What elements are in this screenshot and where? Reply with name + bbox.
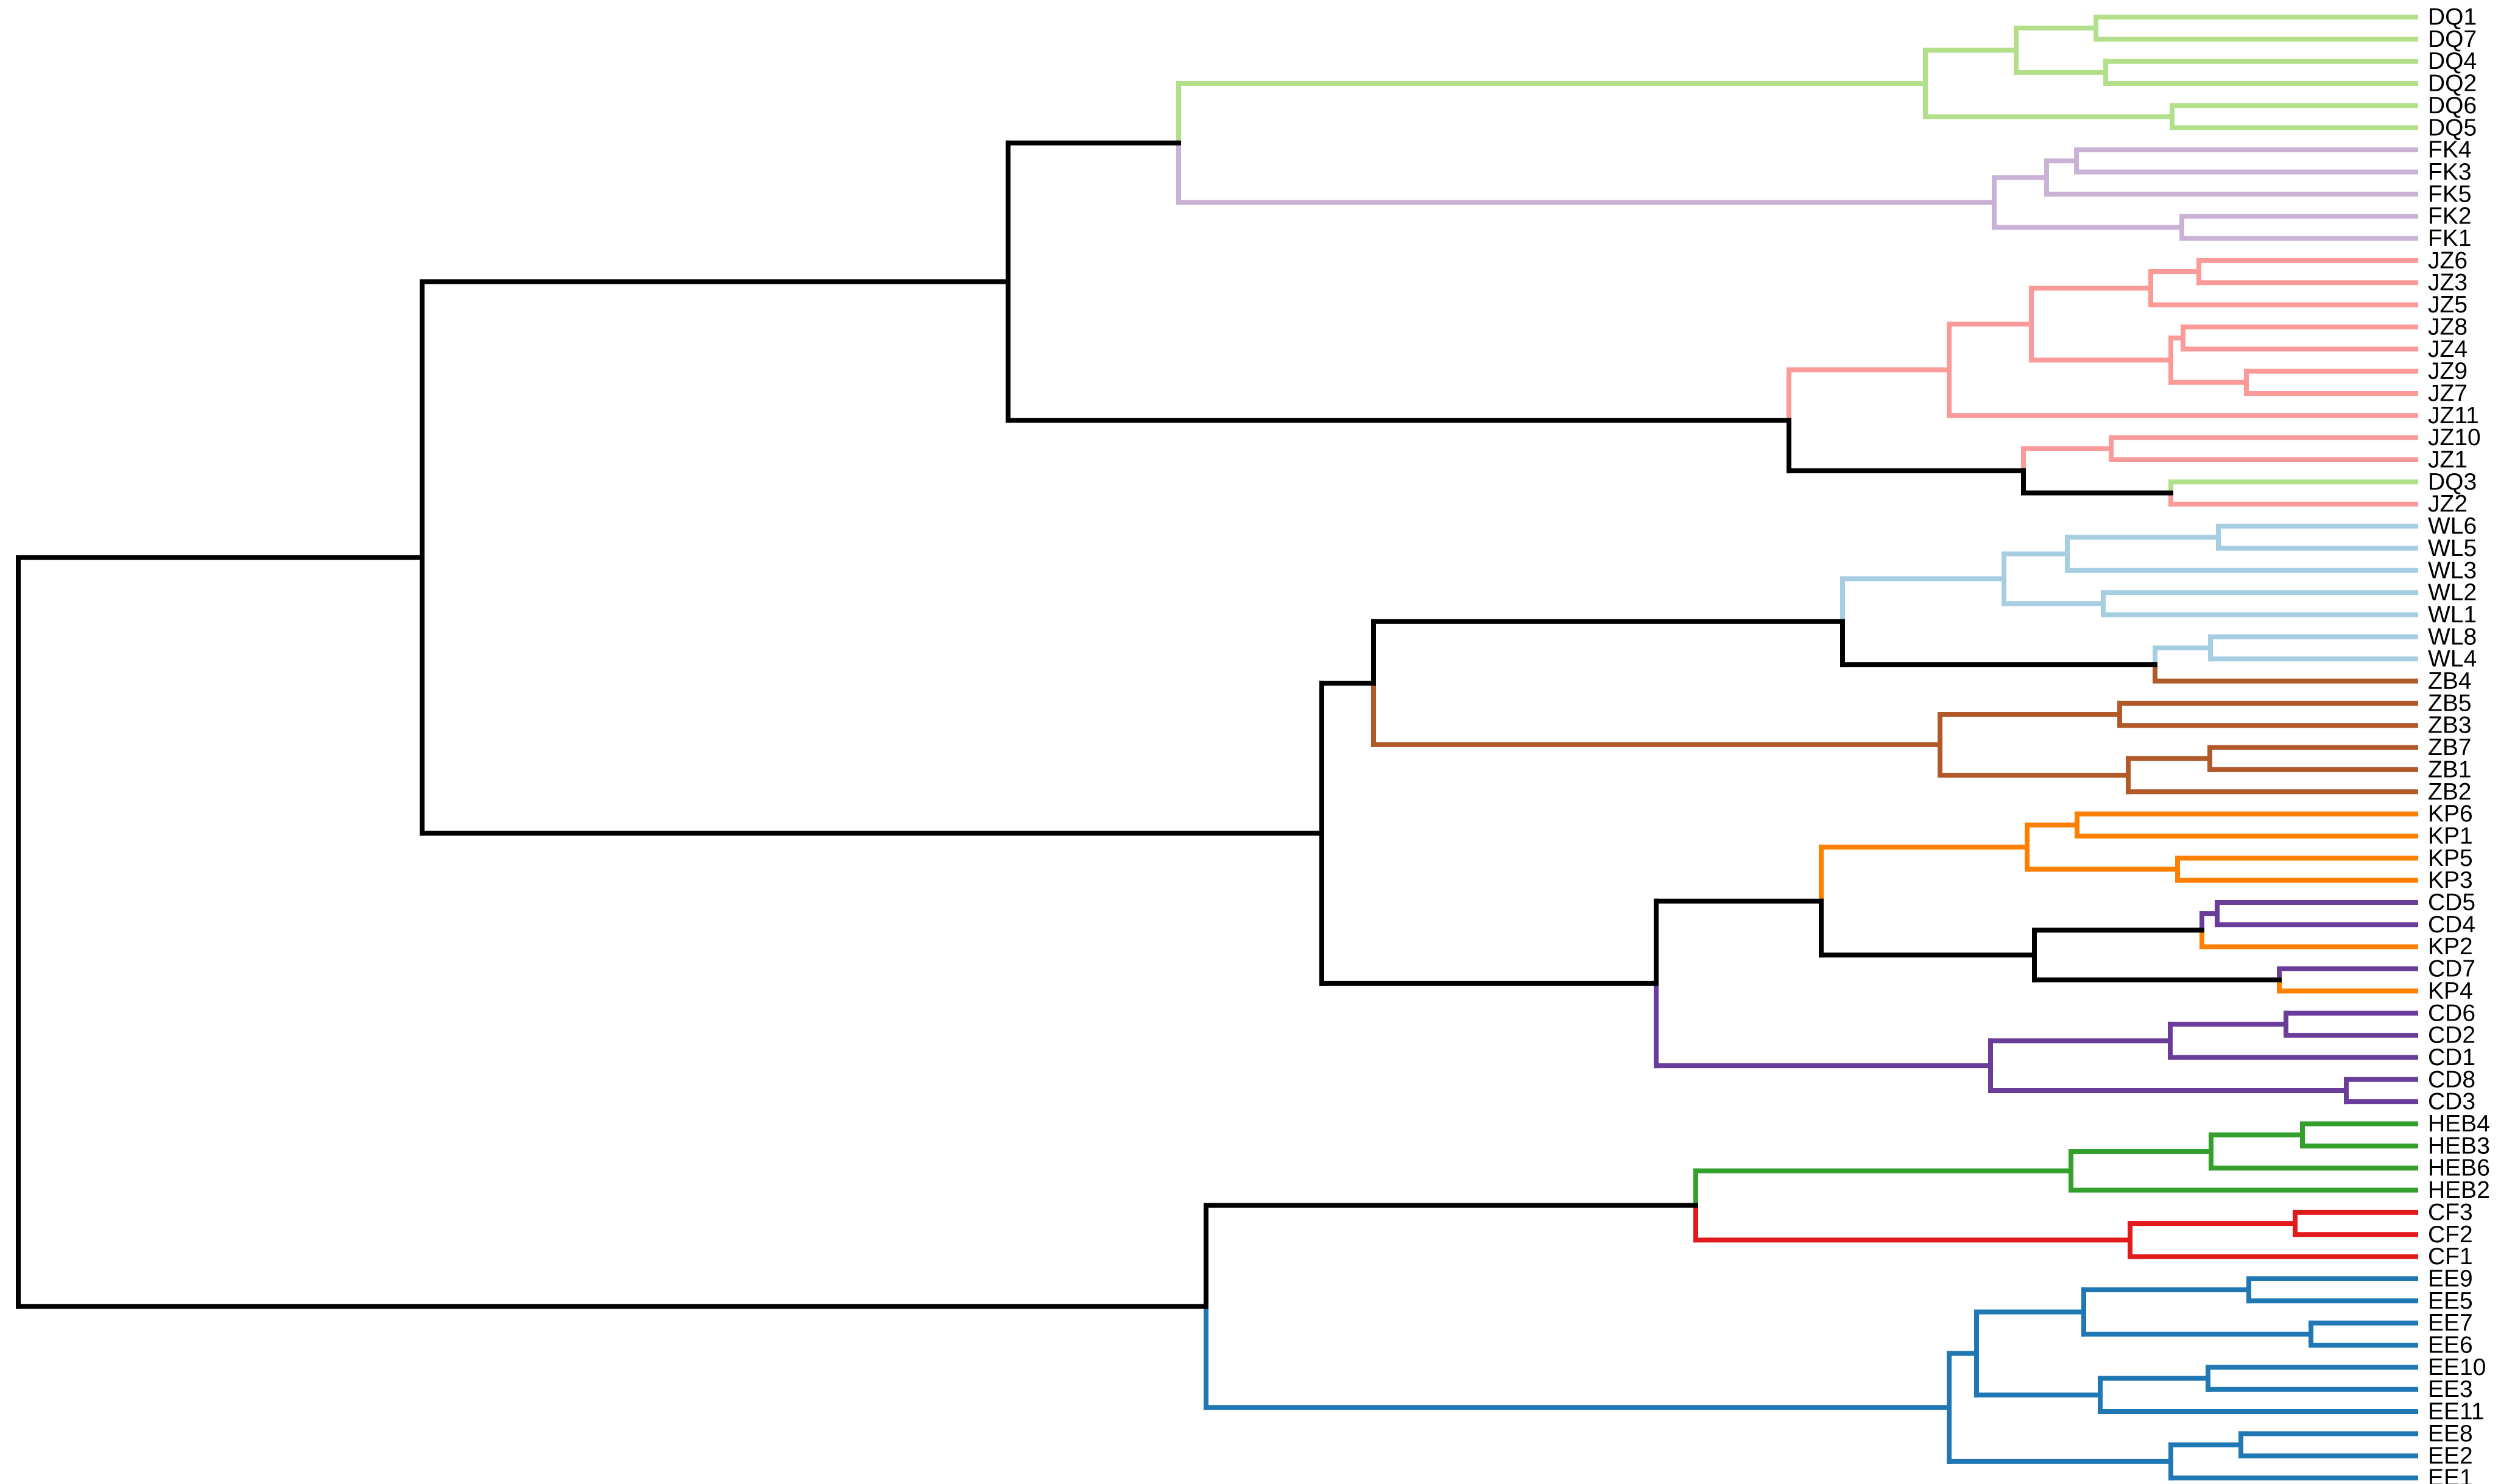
leaf-label: CF1 <box>2428 1243 2473 1270</box>
leaf-label: KP1 <box>2428 823 2473 849</box>
leaf-label: DQ5 <box>2428 114 2477 141</box>
leaf-label: ZB7 <box>2428 734 2472 761</box>
leaf-label: EE3 <box>2428 1376 2473 1402</box>
leaf-label: CD1 <box>2428 1044 2475 1071</box>
leaf-label: DQ4 <box>2428 48 2477 74</box>
leaf-label: ZB2 <box>2428 779 2472 805</box>
leaf-label: DQ7 <box>2428 26 2477 52</box>
leaf-label: HEB3 <box>2428 1133 2490 1159</box>
leaf-label: CD2 <box>2428 1022 2475 1049</box>
leaf-label: KP6 <box>2428 801 2473 827</box>
leaf-label: EE7 <box>2428 1310 2473 1336</box>
leaf-label: WL6 <box>2428 513 2477 540</box>
leaf-label: KP3 <box>2428 867 2473 893</box>
leaf-label: JZ3 <box>2428 270 2467 296</box>
leaf-label: CF3 <box>2428 1199 2473 1225</box>
leaf-label: CD8 <box>2428 1066 2475 1092</box>
leaf-label: JZ7 <box>2428 380 2467 406</box>
leaf-label: JZ5 <box>2428 292 2467 318</box>
leaf-label: CF2 <box>2428 1222 2473 1248</box>
leaf-label: HEB2 <box>2428 1177 2490 1203</box>
leaf-label: JZ6 <box>2428 247 2467 273</box>
leaf-label: EE11 <box>2428 1399 2485 1425</box>
leaf-label: WL8 <box>2428 624 2477 650</box>
leaf-label: HEB6 <box>2428 1155 2490 1181</box>
leaf-label: EE1 <box>2428 1465 2473 1484</box>
leaf-label: JZ4 <box>2428 336 2467 362</box>
leaf-label: CD7 <box>2428 956 2475 982</box>
leaf-label: JZ11 <box>2428 403 2479 429</box>
leaf-label: EE2 <box>2428 1443 2473 1469</box>
leaf-label: JZ10 <box>2428 424 2481 451</box>
leaf-label: JZ8 <box>2428 314 2467 340</box>
leaf-label: CD5 <box>2428 890 2475 916</box>
leaf-label: ZB3 <box>2428 712 2472 739</box>
leaf-label: EE8 <box>2428 1421 2473 1447</box>
leaf-label: FK4 <box>2428 137 2472 163</box>
leaf-label: FK5 <box>2428 181 2472 207</box>
leaf-label: EE9 <box>2428 1265 2473 1292</box>
leaf-label: FK3 <box>2428 159 2472 185</box>
leaf-label: FK1 <box>2428 225 2472 251</box>
leaf-label: WL5 <box>2428 535 2477 561</box>
leaf-label: ZB5 <box>2428 690 2472 716</box>
leaf-label: ZB1 <box>2428 756 2472 782</box>
leaf-label: KP2 <box>2428 934 2473 960</box>
leaf-label: DQ3 <box>2428 469 2477 495</box>
leaf-label: WL1 <box>2428 602 2477 628</box>
leaf-label: JZ2 <box>2428 491 2467 517</box>
leaf-label: DQ6 <box>2428 93 2477 119</box>
leaf-label: KP4 <box>2428 978 2473 1004</box>
leaf-label: JZ1 <box>2428 447 2467 473</box>
leaf-label: EE10 <box>2428 1354 2486 1380</box>
leaf-label: ZB4 <box>2428 668 2472 694</box>
leaf-label: KP5 <box>2428 845 2473 871</box>
leaf-label: EE5 <box>2428 1288 2473 1314</box>
leaf-label: EE6 <box>2428 1332 2473 1359</box>
leaf-label: HEB4 <box>2428 1111 2490 1137</box>
leaf-label: FK2 <box>2428 203 2472 230</box>
leaf-label: CD4 <box>2428 912 2475 938</box>
leaf-label: WL3 <box>2428 557 2477 583</box>
leaf-label: DQ2 <box>2428 71 2477 97</box>
leaf-label: WL4 <box>2428 646 2477 672</box>
leaf-label: JZ9 <box>2428 358 2467 384</box>
leaf-label: CD6 <box>2428 1000 2475 1026</box>
leaf-label: DQ1 <box>2428 4 2477 30</box>
leaf-label: CD3 <box>2428 1089 2475 1115</box>
leaf-label: WL2 <box>2428 580 2477 606</box>
